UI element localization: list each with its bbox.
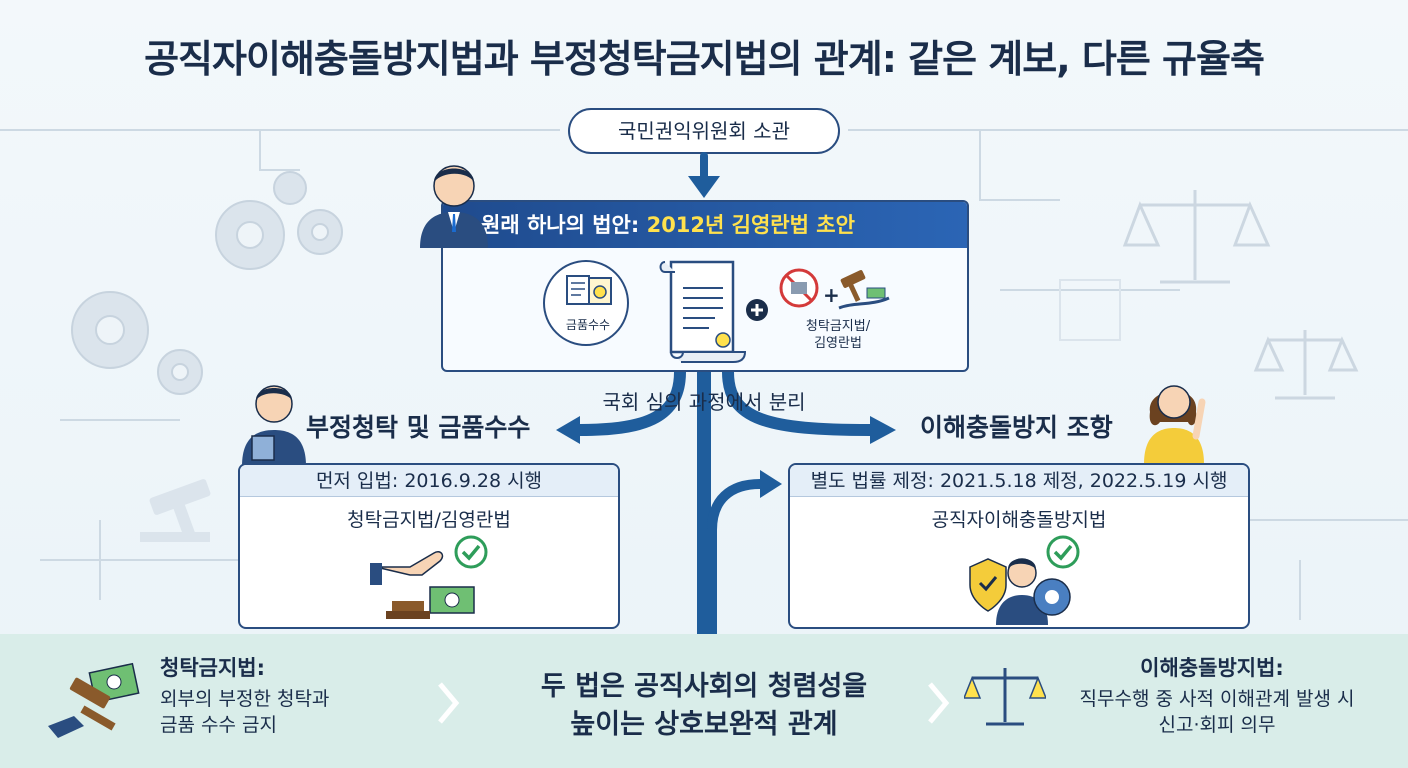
gavel-money-icon <box>48 662 140 738</box>
scale-icon <box>964 668 1046 726</box>
origin-bill-box: 원래 하나의 법안: 2012년 김영란법 초안 금품수수 <box>441 200 969 372</box>
graft-law-label-line1: 청탁금지법/ <box>805 319 871 334</box>
summary-band <box>0 634 1408 768</box>
hand-money-gavel-icon <box>370 550 475 619</box>
arrow-left-icon <box>556 416 580 444</box>
right-branch-card: 별도 법률 제정: 2021.5.18 제정, 2022.5.19 시행 공직자… <box>788 463 1250 629</box>
left-branch-title: 부정청탁 및 금품수수 <box>306 413 531 442</box>
official-shield-gear-icon <box>969 558 1071 625</box>
bottom-left-line1: 외부의 부정한 청탁과 <box>160 688 330 710</box>
bottom-left-line2: 금품 수수 금지 <box>160 714 277 736</box>
right-card-law-name: 공직자이해충돌방지법 <box>931 509 1107 531</box>
person-icon <box>420 165 488 248</box>
origin-header-prefix: 원래 하나의 법안: <box>481 213 647 237</box>
person-with-document-icon <box>242 385 306 466</box>
scale-icon <box>1122 190 1359 400</box>
authority-pill: 국민권익위원회 소관 <box>568 108 840 154</box>
left-card-header: 먼저 입법: 2016.9.28 시행 <box>240 465 618 497</box>
chevron-right-icon <box>438 682 460 724</box>
split-label: 국회 심의 과정에서 분리 <box>602 390 806 414</box>
origin-header-highlight: 2012년 김영란법 초안 <box>646 213 855 237</box>
graft-law-label-line2: 김영란법 <box>814 336 862 351</box>
graft-law-label: 청탁금지법/ 김영란법 <box>773 318 903 352</box>
left-card-law-name: 청탁금지법/김영란법 <box>347 509 511 531</box>
bottom-right-text: 직무수행 중 사적 이해관계 발생 시 신고·회피 의무 <box>1052 686 1382 738</box>
page-title: 공직자이해충돌방지법과 부정청탁금지법의 관계: 같은 계보, 다른 규율축 <box>144 37 1265 81</box>
woman-person-icon <box>1144 385 1206 464</box>
arrow-down-icon <box>688 176 720 198</box>
left-branch-line <box>574 366 686 436</box>
bribery-circle-icon: 금품수수 <box>543 260 629 346</box>
right-branch-title: 이해충돌방지 조항 <box>920 413 1113 442</box>
chevron-right-icon <box>928 682 950 724</box>
right-lower-branch-line <box>707 479 765 645</box>
arrow-right-icon <box>870 416 896 444</box>
bottom-left-text: 외부의 부정한 청탁과 금품 수수 금지 <box>160 686 329 738</box>
bottom-center-statement: 두 법은 공직사회의 청렴성을 높이는 상호보완적 관계 <box>480 668 928 744</box>
checkmark-icon <box>454 535 488 569</box>
plus-icon <box>746 299 768 321</box>
right-card-header: 별도 법률 제정: 2021.5.18 제정, 2022.5.19 시행 <box>790 465 1248 497</box>
origin-body: 금품수수 + 청탁금지법/ 김영란법 <box>443 248 967 370</box>
bottom-right-line2: 신고·회피 의무 <box>1158 714 1276 736</box>
scroll-document-icon <box>659 260 747 363</box>
bribery-label: 금품수수 <box>565 318 611 332</box>
gavel-icon <box>140 479 211 542</box>
origin-header: 원래 하나의 법안: 2012년 김영란법 초안 <box>443 202 967 248</box>
right-branch-line <box>722 366 876 436</box>
document-money-icon <box>566 275 612 305</box>
bottom-right-title: 이해충돌방지법: <box>1140 656 1284 680</box>
anti-graft-icon: + <box>779 268 890 310</box>
bottom-center-line2: 높이는 상호보완적 관계 <box>570 709 838 740</box>
arrow-right-small-icon <box>760 470 782 498</box>
checkmark-icon <box>1046 535 1080 569</box>
svg-text:+: + <box>823 283 840 307</box>
bottom-center-line1: 두 법은 공직사회의 청렴성을 <box>540 671 868 702</box>
bottom-right-line1: 직무수행 중 사적 이해관계 발생 시 <box>1079 688 1355 710</box>
gear-icon <box>71 171 343 395</box>
bottom-left-title: 청탁금지법: <box>160 656 265 680</box>
left-branch-card: 먼저 입법: 2016.9.28 시행 청탁금지법/김영란법 <box>238 463 620 629</box>
